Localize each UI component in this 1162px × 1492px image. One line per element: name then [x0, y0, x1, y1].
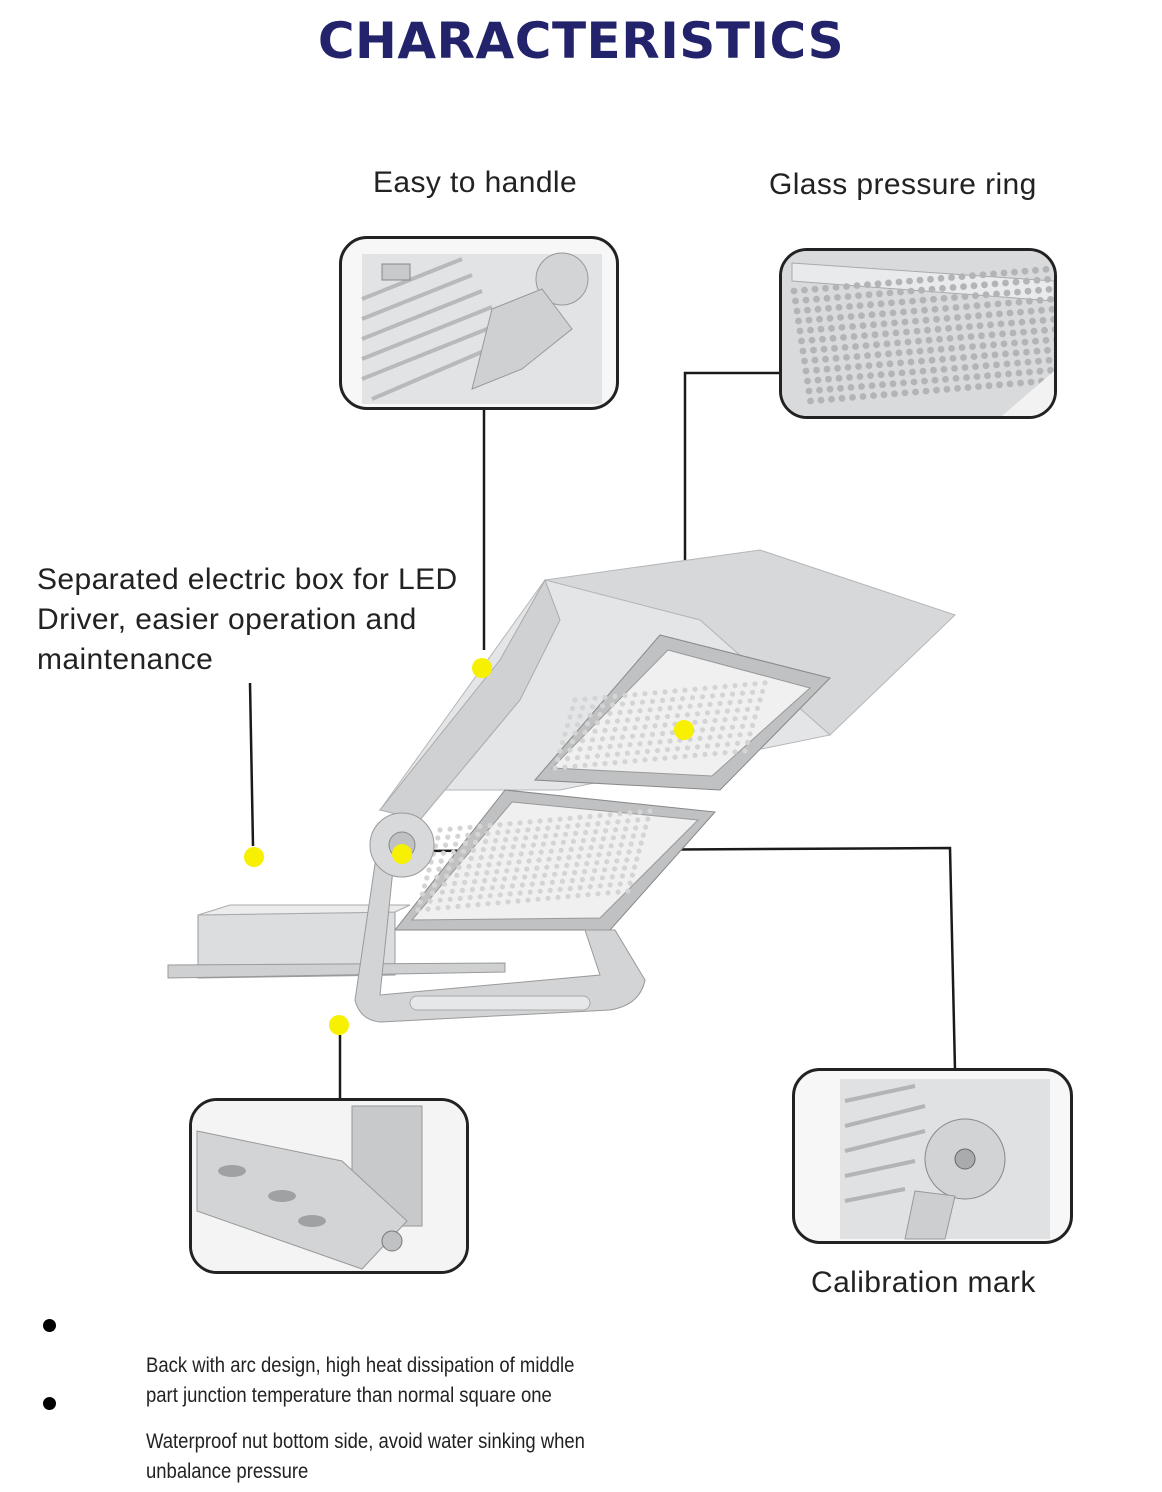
note-arc-design: Back with arc design, high heat dissipat…	[146, 1354, 575, 1407]
marker-easy-handle	[472, 658, 492, 678]
label-electric-box: Separated electric box for LED Driver, e…	[37, 563, 458, 676]
page-title: CHARACTERISTICS	[317, 12, 845, 70]
label-calibration: Calibration mark	[811, 1266, 1036, 1299]
detail-calibration-image	[792, 1068, 1073, 1244]
marker-bottom-bracket	[329, 1015, 349, 1035]
marker-glass-ring	[674, 720, 694, 740]
floodlight-illustration	[167, 549, 956, 1023]
connector-electric-box	[248, 682, 255, 847]
detail-glass-ring-image	[779, 248, 1057, 419]
marker-electric-box	[244, 847, 264, 867]
detail-easy-handle-image	[339, 236, 619, 410]
label-easy-handle: Easy to handle	[373, 166, 578, 199]
detail-bottom-bracket-image	[189, 1098, 469, 1274]
label-glass-ring: Glass pressure ring	[769, 168, 1037, 201]
marker-calibration	[392, 844, 412, 864]
bullet-1	[43, 1319, 56, 1332]
note-waterproof-nut: Waterproof nut bottom side, avoid water …	[146, 1430, 585, 1483]
bullet-2	[43, 1397, 56, 1410]
